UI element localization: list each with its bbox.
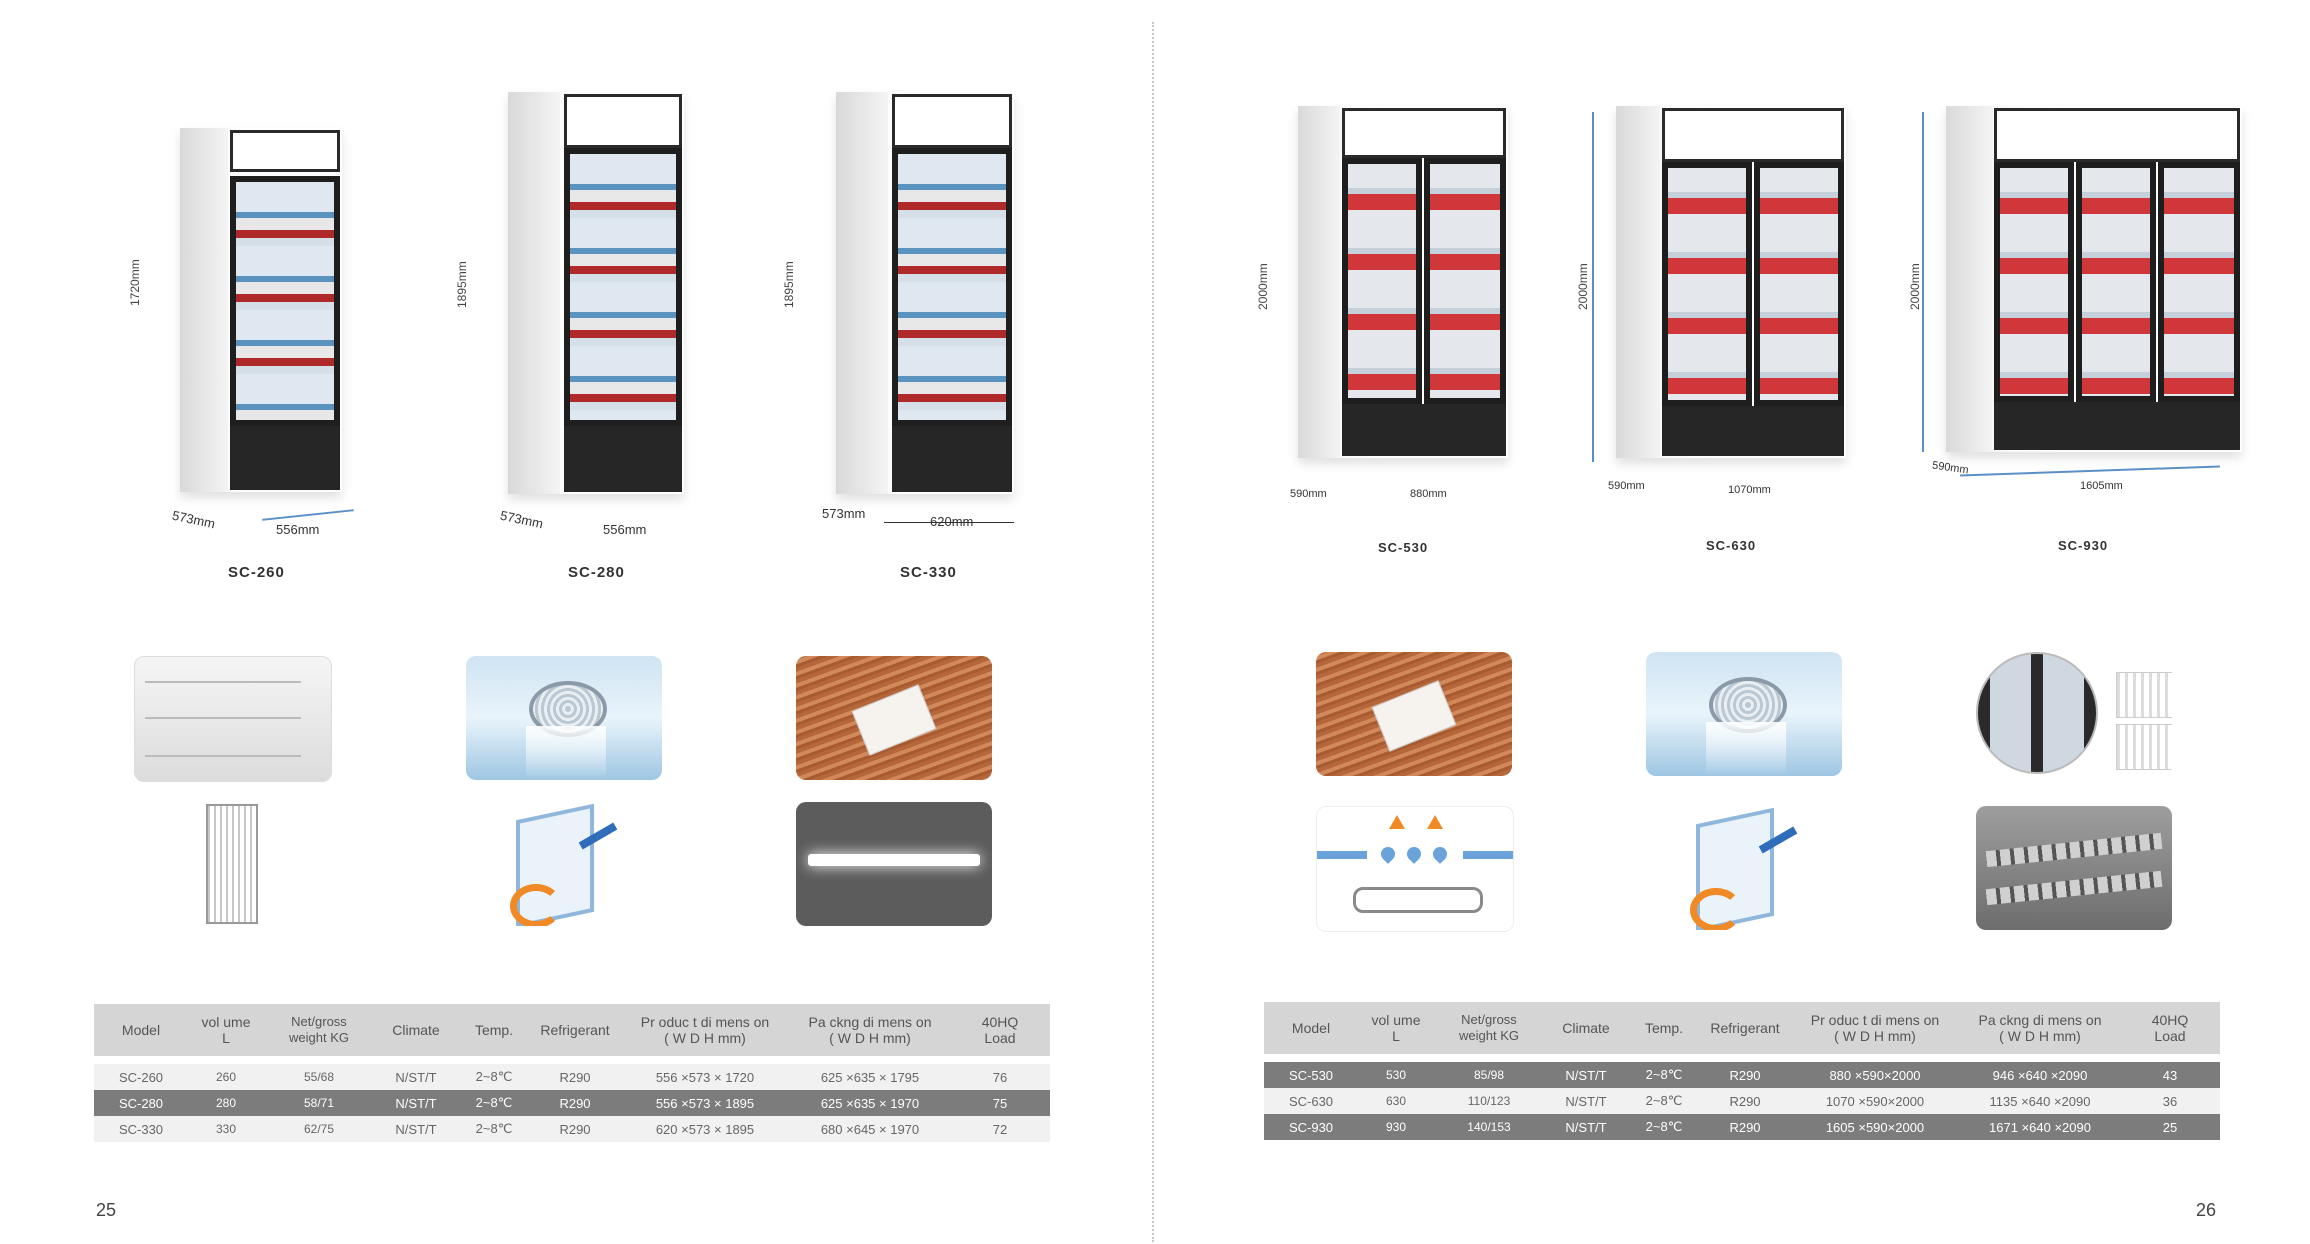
fridge-sc-530-image [1298, 106, 1508, 458]
table-header-row: Model vol ume L Net/gross weight KG Clim… [1264, 1002, 2220, 1054]
header-packing-dimension: Pa ckng di mens on ( W D H mm) [790, 1004, 950, 1056]
table-header-row: Model vol ume L Net/gross weight KG Clim… [94, 1004, 1050, 1056]
height-label: 1895mm [782, 261, 796, 308]
fridge-sc-630-image [1616, 106, 1846, 458]
spec-table-left: Model vol ume L Net/gross weight KG Clim… [94, 1004, 1050, 1142]
header-packing-dimension: Pa ckng di mens on ( W D H mm) [1960, 1002, 2120, 1054]
header-product-dimension: Pr oduc t di mens on ( W D H mm) [620, 1004, 790, 1056]
wire-shelf-icon [134, 656, 332, 782]
header-climate: Climate [374, 1004, 458, 1056]
header-refrigerant: Refrigerant [530, 1004, 620, 1056]
header-40hq-load: 40HQ Load [2120, 1002, 2220, 1054]
fridge-sc-930-image [1946, 106, 2242, 452]
height-label: 2000mm [1576, 263, 1590, 310]
table-row: SC-280 280 58/71 N/ST/T 2~8℃ R290 556 ×5… [94, 1090, 1050, 1116]
depth-label: 573mm [170, 507, 217, 532]
depth-label: 590mm [1290, 488, 1327, 500]
copper-tube-icon [1316, 652, 1512, 776]
table-row: SC-260 260 55/68 N/ST/T 2~8℃ R290 556 ×5… [94, 1064, 1050, 1090]
evaporation-icon [1316, 806, 1514, 932]
width-label: 1605mm [2080, 480, 2123, 492]
depth-label: 573mm [498, 507, 545, 532]
header-40hq-load: 40HQ Load [950, 1004, 1050, 1056]
header-weight: Net/gross weight KG [264, 1004, 374, 1056]
page-number-right: 26 [2196, 1200, 2217, 1220]
header-weight: Net/gross weight KG [1434, 1002, 1544, 1054]
insulated-glass-icon [1646, 806, 1842, 930]
depth-label: 590mm [1608, 480, 1645, 492]
table-row: SC-530 530 85/98 N/ST/T 2~8℃ R290 880 ×5… [1264, 1062, 2220, 1088]
page-number-left: 25 [96, 1200, 117, 1220]
fridge-sc-280-image [508, 92, 684, 494]
depth-label: 573mm [822, 506, 866, 521]
width-label: 556mm [603, 522, 647, 537]
header-climate: Climate [1544, 1002, 1628, 1054]
header-model: Model [1264, 1002, 1358, 1054]
led-light-icon [796, 802, 992, 926]
model-label: SC-930 [2058, 538, 2109, 553]
header-volume: vol ume L [1358, 1002, 1434, 1054]
table-row: SC-330 330 62/75 N/ST/T 2~8℃ R290 620 ×5… [94, 1116, 1050, 1142]
header-refrigerant: Refrigerant [1700, 1002, 1790, 1054]
width-label: 556mm [276, 522, 320, 537]
model-label: SC-630 [1706, 538, 1757, 553]
height-label: 2000mm [1256, 263, 1270, 310]
model-label: SC-280 [568, 564, 625, 581]
fan-icon [466, 656, 662, 780]
width-label: 1070mm [1728, 484, 1771, 496]
width-label: 880mm [1410, 488, 1447, 500]
fridge-sc-260-image [180, 128, 342, 492]
door-shelf-icon [1976, 652, 2172, 776]
height-label: 2000mm [1908, 263, 1922, 310]
model-label: SC-530 [1378, 540, 1429, 555]
insulated-glass-icon [466, 802, 662, 926]
evaporator-coil-icon [134, 802, 330, 926]
copper-tube-icon [796, 656, 992, 780]
table-row: SC-630 630 110/123 N/ST/T 2~8℃ R290 1070… [1264, 1088, 2220, 1114]
header-product-dimension: Pr oduc t di mens on ( W D H mm) [1790, 1002, 1960, 1054]
table-row: SC-930 930 140/153 N/ST/T 2~8℃ R290 1605… [1264, 1114, 2220, 1140]
height-label: 1895mm [455, 261, 469, 308]
model-label: SC-330 [900, 564, 957, 581]
fan-icon [1646, 652, 1842, 776]
fridge-sc-330-image [836, 92, 1014, 494]
header-temp: Temp. [458, 1004, 530, 1056]
header-model: Model [94, 1004, 188, 1056]
width-label: 620mm [930, 514, 974, 529]
page-divider [1152, 22, 1154, 1242]
rail-icon [1976, 806, 2172, 930]
header-volume: vol ume L [188, 1004, 264, 1056]
header-temp: Temp. [1628, 1002, 1700, 1054]
height-label: 1720mm [128, 259, 142, 306]
spec-table-right: Model vol ume L Net/gross weight KG Clim… [1264, 1002, 2220, 1140]
model-label: SC-260 [228, 564, 285, 581]
